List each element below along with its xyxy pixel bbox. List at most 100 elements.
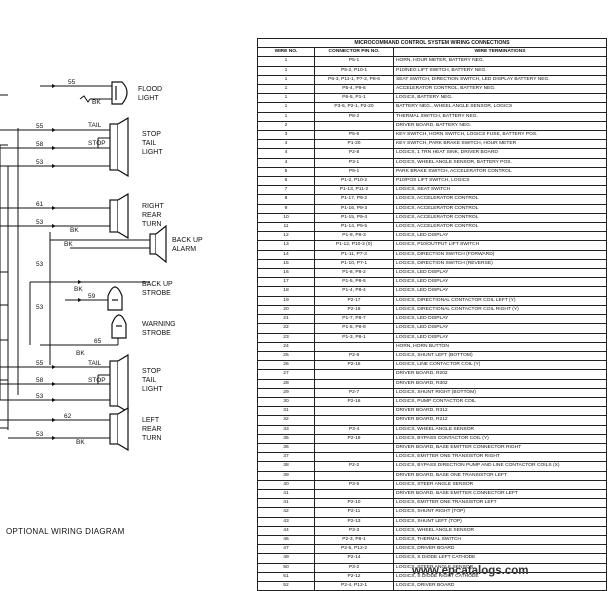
wire-terminations-cell: ACCELERATOR CONTROL, BATTERY NEG. <box>392 84 608 95</box>
wire-58-label: 58 <box>36 377 44 384</box>
wire-no-cell: 31 <box>257 406 315 417</box>
right-rear-turn-label-1: RIGHT <box>142 203 165 210</box>
wire-terminations-cell: LOGICS, ACCELERATOR CONTROL <box>392 212 608 224</box>
connector-pin-cell: P6-5, P1-1 <box>314 93 394 104</box>
wire-no-cell: 39 <box>257 470 315 481</box>
stop-tail-left-label-1: STOP <box>142 368 161 375</box>
wire-53-label: 53 <box>36 431 44 438</box>
wire-no-cell: 8 <box>257 194 315 205</box>
wire-terminations-cell: LOGICS, DRIVER BOARD <box>392 544 608 555</box>
wire-terminations-cell: LOGICS, ACCELERATOR CONTROL <box>392 194 608 205</box>
wire-terminations-cell: LOGICS, LED DISPLAY <box>392 231 608 242</box>
connector-pin-cell <box>314 120 394 132</box>
wire-terminations-cell: LOGICS, DIRECTION SWITCH (FORWARD) <box>392 249 608 260</box>
right-rear-turn-label-2: REAR <box>142 212 161 219</box>
wire-no-cell: 22 <box>257 323 315 334</box>
wire-59-label: 59 <box>88 293 96 300</box>
connector-pin-cell <box>314 442 394 454</box>
connector-pin-cell: P3-6, P2-1, P2-20 <box>314 102 394 113</box>
stop-tail-left-label-3: LIGHT <box>142 386 163 393</box>
wire-no-cell: 36 <box>257 442 315 454</box>
connector-pin-cell: P5-2, P10-1 <box>314 65 394 76</box>
left-rear-turn-lamp <box>109 406 129 452</box>
connector-pin-cell: P8-2 <box>314 111 394 122</box>
wire-no-cell: 15 <box>257 258 315 270</box>
wire-terminations-cell: THERMAL SWITCH, BATTERY NEG. <box>392 111 608 122</box>
wire-terminations-cell: DRIVER BOARD, R212 <box>392 415 608 426</box>
wire-no-cell: 23 <box>257 332 315 343</box>
wire-no-cell: 44 <box>257 525 315 536</box>
connector-pin-cell: P3-1 <box>314 157 394 168</box>
wire-terminations-cell: LOGICS, 1 TRN HEAT SINK, DRIVER BOARD <box>392 148 608 159</box>
wire-bk-label: BK <box>92 99 101 106</box>
wire-53-label: 53 <box>36 159 44 166</box>
wire-terminations-cell: DRIVER BOARD, R312 <box>392 406 608 417</box>
wire-no-cell: 16 <box>257 268 315 279</box>
wire-no-cell: 1 <box>257 74 315 86</box>
wire-terminations-cell: LOGICS, WHEEL ANGLE SENSOR <box>392 424 608 435</box>
stop-tail-right-label-3: LIGHT <box>142 149 163 156</box>
connector-pin-cell: P5-6 <box>314 130 394 141</box>
wire-no-cell: 37 <box>257 452 315 463</box>
connector-pin-cell: P1-5, P8-5 <box>314 277 394 288</box>
left-rear-turn-label-1: LEFT <box>142 417 160 424</box>
stop-tail-right-label-2: TAIL <box>142 140 156 147</box>
wire-no-cell: 17 <box>257 277 315 288</box>
optional-wiring-diagram: FLOOD LIGHT STOP TAIL LIGHT RIGHT REAR T… <box>0 79 203 452</box>
right-rear-turn-label-3: TURN <box>142 221 161 228</box>
wire-no-cell: 9 <box>257 203 315 214</box>
wire-terminations-cell: LOGICS, BYPASS DIRECTION PUMP AND LINE C… <box>392 461 608 472</box>
connector-pin-cell: P1-17, P9-2 <box>314 194 394 205</box>
diagram-caption: OPTIONAL WIRING DIAGRAM <box>6 527 125 536</box>
wire-65-label: 65 <box>94 338 102 345</box>
wire-no-cell: 1 <box>257 65 315 76</box>
wire-terminations-cell: HORN, HOUR METER, BATTERY NEG. <box>392 56 608 67</box>
wire-terminations-cell: LOGICS, LED DISPLAY <box>392 268 608 279</box>
connector-pin-cell: P2-10 <box>314 498 394 509</box>
wire-terminations-cell: LOGICS, BYPASS CONTACTOR COIL (Y) <box>392 433 608 444</box>
flood-light-lamp <box>111 81 128 105</box>
warning-strobe-lamp <box>111 314 127 339</box>
wire-no-cell: 52 <box>257 580 315 591</box>
connector-pin-cell: P2-14 <box>314 553 394 564</box>
connector-pin-cell: P2-12 <box>314 571 394 582</box>
wire-no-cell: 32 <box>257 415 315 426</box>
wire-terminations-cell: LOGICS, EMITTER ONE TRANSISTOR LEFT <box>392 498 608 509</box>
flood-light-label-2: LIGHT <box>138 95 159 102</box>
wire-no-cell: 1 <box>257 84 315 95</box>
wire-terminations-cell: LOGICS, DIRECTIONAL CONTACTOR COIL RIGHT… <box>392 304 608 316</box>
wire-bk-label: BK <box>76 350 85 357</box>
connector-pin-cell <box>314 341 394 352</box>
left-rear-turn-label-3: TURN <box>142 435 161 442</box>
wire-terminations-cell: LOGICS, DIRECTIONAL CONTACTOR COIL LEFT … <box>392 295 608 306</box>
connector-pin-cell: P1-11, P7-3 <box>314 249 394 260</box>
wire-58-label: 58 <box>36 141 44 148</box>
wire-no-cell: 1 <box>257 93 315 104</box>
connector-pin-cell: P3-4 <box>314 424 394 435</box>
connector-pin-cell: P3-5 <box>314 479 394 490</box>
wire-no-cell: 27 <box>257 369 315 380</box>
connector-pin-cell <box>314 470 394 481</box>
connector-pin-cell: P1-5, P8-8 <box>314 323 394 334</box>
wire-terminations-cell: DRIVER BOARD, BASE EMITTER CONNECTOR LEF… <box>392 488 608 500</box>
wire-terminations-cell: DRIVER BOARD, BASE ONE TRANSISTOR LEFT <box>392 470 608 481</box>
wire-no-cell: 11 <box>257 222 315 233</box>
connector-pin-cell: P6-3, P11-1, P7-2, P8-6 <box>314 74 394 86</box>
stop-tail-light-left-lamp <box>109 353 129 414</box>
stop-tail-left-label-2: TAIL <box>142 377 156 384</box>
wire-terminations-cell: LOGICS, WHEEL ANGLE SENSOR <box>392 525 608 536</box>
